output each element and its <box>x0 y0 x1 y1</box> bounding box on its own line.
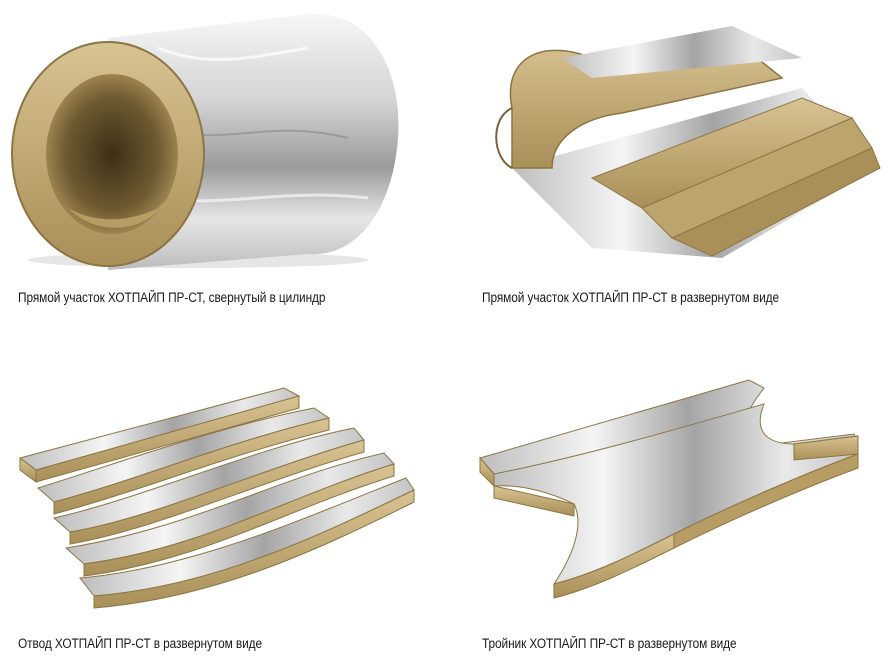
caption-unrolled: Прямой участок ХОТПАЙП ПР-СТ в развернут… <box>482 290 780 305</box>
caption-cylinder: Прямой участок ХОТПАЙП ПР-СТ, свернутый … <box>18 290 326 305</box>
caption-tee: Тройник ХОТПАЙП ПР-СТ в развернутом виде <box>482 636 737 651</box>
pipe-insulation-cylinder-image <box>11 13 399 270</box>
product-item-bend: Отвод ХОТПАЙП ПР-СТ в развернутом виде <box>0 330 444 661</box>
product-item-tee: Тройник ХОТПАЙП ПР-СТ в развернутом виде <box>444 330 888 661</box>
product-item-cylinder: Прямой участок ХОТПАЙП ПР-СТ, свернутый … <box>0 0 444 320</box>
pipe-insulation-unrolled-image <box>495 26 881 258</box>
caption-bend: Отвод ХОТПАЙП ПР-СТ в развернутом виде <box>18 636 263 651</box>
pipe-tee-insulation-image <box>479 379 859 599</box>
product-item-unrolled: Прямой участок ХОТПАЙП ПР-СТ в развернут… <box>444 0 888 320</box>
pipe-bend-insulation-image <box>18 387 415 609</box>
